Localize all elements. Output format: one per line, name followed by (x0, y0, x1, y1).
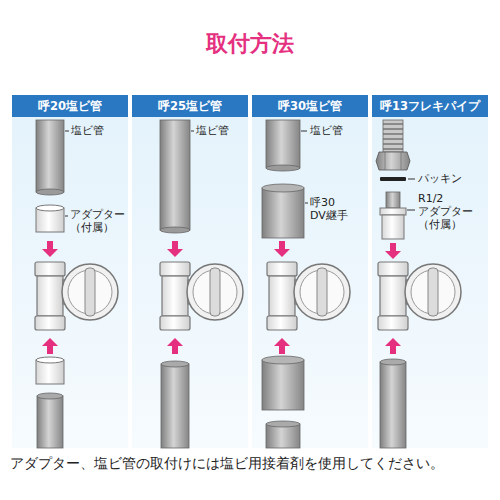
column-panel: 呼25塩ビ管 (132, 95, 248, 448)
part-label: 塩ビ管 (310, 124, 343, 137)
part-label: R1/2 アダプター （付属） (418, 192, 473, 232)
column-header: 呼25塩ビ管 (132, 95, 248, 117)
title: 取付方法 (0, 30, 500, 58)
part-label: パッキン (418, 172, 462, 185)
caption: アダプター、塩ビ管の取付けには塩ビ用接着剤を使用してください。 (10, 453, 490, 473)
column-panel: 呼13フレキパイプ (372, 95, 488, 448)
column-panel: 呼30塩ビ管 (252, 95, 368, 448)
column-header: 呼13フレキパイプ (372, 95, 488, 117)
part-label: 呼30 DV継手 (310, 196, 348, 222)
column-panel: 呼20塩ビ管 (12, 95, 128, 448)
column-header: 呼20塩ビ管 (12, 95, 128, 117)
part-label: 塩ビ管 (71, 124, 104, 137)
column-header: 呼30塩ビ管 (252, 95, 368, 117)
part-label: アダプター （付属） (70, 208, 125, 234)
part-label: 塩ビ管 (196, 124, 229, 137)
